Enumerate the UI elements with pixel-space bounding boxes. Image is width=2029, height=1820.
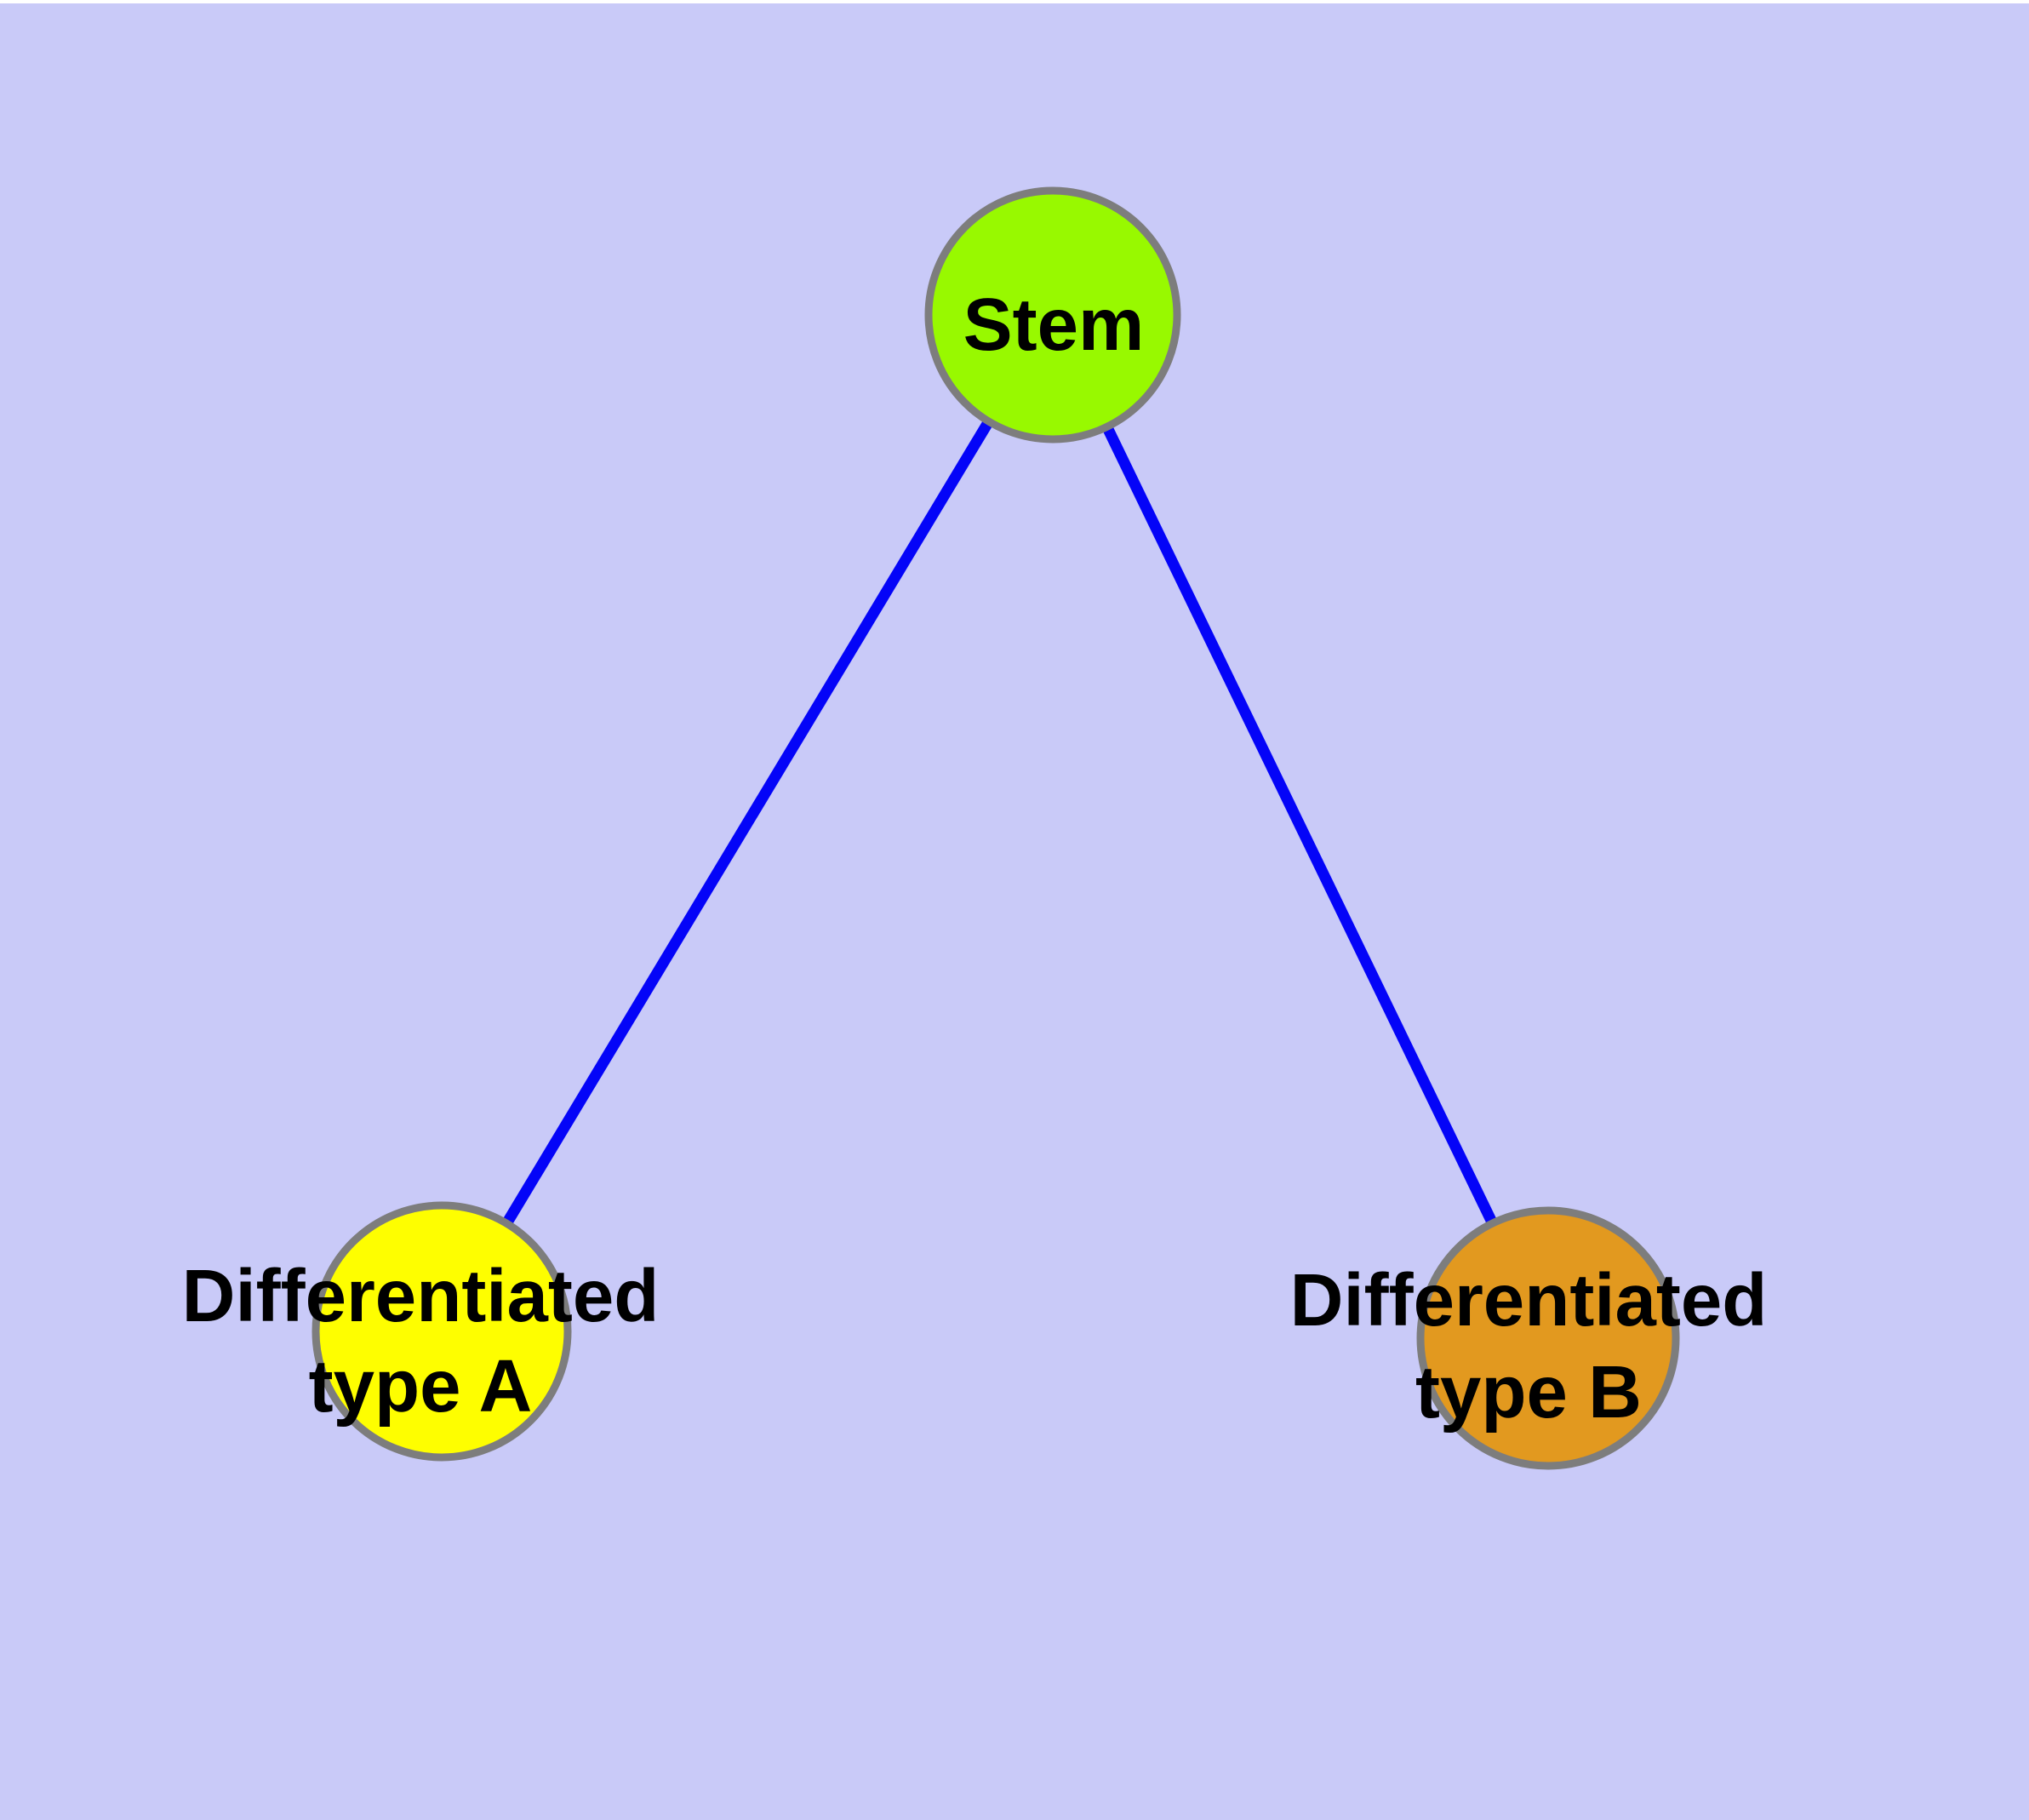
- diagram-canvas: Stem Differentiated type A Differentiate…: [182, 186, 1768, 1470]
- node-stem: Stem: [924, 186, 1181, 444]
- edge-stem-to-type-b: [1048, 312, 1553, 1341]
- node-differentiated-type-b: Differentiated type B: [1290, 1206, 1768, 1470]
- type-a-node-label-line1: Differentiated: [182, 1255, 660, 1337]
- type-a-node-label-line2: type A: [309, 1345, 533, 1428]
- type-b-node-label-line1: Differentiated: [1290, 1259, 1768, 1342]
- window-top-strip: [0, 0, 2029, 3]
- type-b-node-label-line2: type B: [1415, 1351, 1642, 1434]
- edge-layer: [437, 312, 1553, 1341]
- stem-node-label: Stem: [963, 283, 1145, 366]
- node-differentiated-type-a: Differentiated type A: [182, 1201, 660, 1462]
- edge-stem-to-type-a: [437, 312, 1058, 1335]
- type-a-node-circle: [311, 1201, 572, 1462]
- type-b-node-circle: [1416, 1206, 1680, 1470]
- stem-node-circle: [924, 186, 1181, 444]
